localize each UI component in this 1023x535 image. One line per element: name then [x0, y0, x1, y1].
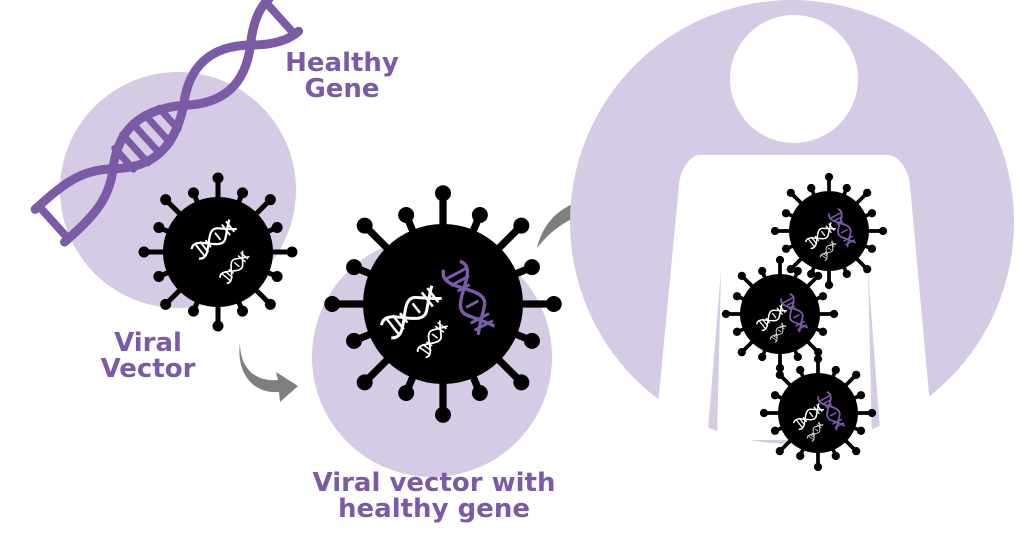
virus-spike-tip: [867, 408, 877, 418]
virus-spike-tip: [786, 188, 795, 197]
virus-spike-tip: [398, 384, 415, 401]
virus-spike-tip: [264, 298, 276, 310]
virus-spike-tip: [824, 172, 834, 182]
virus-spike-tip: [856, 426, 866, 435]
viral-vector-label-line2: Vector: [100, 354, 196, 384]
virus-spike-tip: [188, 187, 200, 199]
virus-spike-tip: [513, 374, 530, 391]
combined-label-line1: Viral vector with: [312, 468, 556, 498]
dna-helix-icon: [30, 0, 304, 247]
virus-spike-tip: [212, 172, 224, 184]
virus-spike-tip: [814, 348, 823, 357]
virus-spike-tip: [818, 292, 828, 301]
combined-label-line2: healthy gene: [338, 494, 530, 524]
virus-spike-tip: [867, 244, 877, 253]
virus-spike-tip: [324, 296, 341, 312]
virus-spike-tip: [775, 363, 785, 373]
virus-spike-tip: [435, 185, 451, 202]
healthy-gene-label-line2: Gene: [304, 74, 380, 104]
virus-spike-tip: [545, 296, 562, 312]
virus-spike-tip: [523, 259, 540, 276]
virus-spike-tip: [781, 244, 791, 253]
virus-spike-tip: [236, 305, 248, 317]
virus-spike-tip: [770, 391, 780, 400]
virus-spike-tip: [236, 187, 248, 199]
virus-spike-tip: [770, 226, 780, 236]
healthy-gene-label: Healthy Gene: [272, 50, 412, 102]
virus-spike-tip: [356, 217, 373, 234]
virus-spike-tip: [471, 207, 488, 224]
virus-spike-tip: [796, 365, 805, 375]
virus-spike-tip: [160, 298, 172, 310]
virus-spike-tip: [732, 327, 742, 336]
virus-spike-tip: [813, 354, 823, 364]
virus-spike-tip: [824, 280, 834, 290]
virus-spike-tip: [856, 391, 866, 400]
virus-spike-tip: [286, 246, 298, 258]
virus-spike-tip: [160, 194, 172, 206]
virus-spike-tip: [264, 194, 276, 206]
virus-spike-tip: [153, 222, 165, 234]
virus-spike-tip: [863, 188, 872, 197]
virus-spike-tip: [807, 269, 816, 279]
virus-spike-tip: [852, 370, 861, 379]
virus-spike-tip: [831, 451, 840, 461]
virus-spike-tip: [813, 462, 823, 472]
virus-spike-tip: [775, 255, 785, 265]
virus-spike-tip: [737, 348, 746, 357]
virus-spike-tip: [852, 447, 861, 456]
virus-spike-tip: [818, 327, 828, 336]
virus-spike-tip: [878, 226, 888, 236]
viral-vector-with-gene-label: Viral vector with healthy gene: [300, 470, 568, 522]
virus-with-dna-icon: [770, 172, 888, 290]
virus-spike-tip: [271, 270, 283, 282]
virus-spike-tip: [831, 365, 840, 375]
virus-spike-tip: [732, 292, 742, 301]
virus-spike-tip: [867, 209, 877, 218]
virus-spike-tip: [796, 451, 805, 461]
virus-spike-tip: [435, 406, 451, 423]
virus-with-dna-icon: [324, 185, 562, 423]
virus-spike-tip: [770, 426, 780, 435]
virus-spike-tip: [212, 320, 224, 332]
virus-spike-tip: [346, 259, 363, 276]
virus-spike-tip: [758, 266, 767, 276]
virus-spike-tip: [188, 305, 200, 317]
viral-vector-label-line1: Viral: [114, 328, 182, 358]
virus-spike-tip: [758, 352, 767, 362]
virus-spike-tip: [721, 309, 731, 319]
virus-spike-tip: [863, 265, 872, 274]
virus-spike-tip: [523, 332, 540, 349]
virus-spike-tip: [793, 266, 802, 276]
virus-spike-tip: [356, 374, 373, 391]
virus-icon: [138, 172, 298, 332]
virus-spike-tip: [737, 271, 746, 280]
virus-spike-tip: [513, 217, 530, 234]
virus-spike-tip: [398, 207, 415, 224]
virus-with-dna-icon: [759, 354, 877, 472]
virus-spike-tip: [814, 271, 823, 280]
viral-vector-label: Viral Vector: [88, 330, 208, 382]
virus-spike-tip: [138, 246, 150, 258]
virus-spike-tip: [793, 352, 802, 362]
virus-spike-tip: [271, 222, 283, 234]
curved-arrow-icon: [239, 343, 298, 402]
virus-spike-tip: [775, 447, 784, 456]
virus-spike-tip: [842, 269, 851, 279]
virus-spike-tip: [346, 332, 363, 349]
virus-spike-tip: [807, 183, 816, 193]
virus-spike-tip: [153, 270, 165, 282]
virus-spike-tip: [471, 384, 488, 401]
virus-spike-tip: [786, 265, 795, 274]
virus-spike-tip: [759, 408, 769, 418]
virus-spike-tip: [781, 209, 791, 218]
virus-spike-tip: [775, 370, 784, 379]
virus-spike-tip: [842, 183, 851, 193]
healthy-gene-label-line1: Healthy: [285, 48, 399, 78]
virus-spike-tip: [829, 309, 839, 319]
